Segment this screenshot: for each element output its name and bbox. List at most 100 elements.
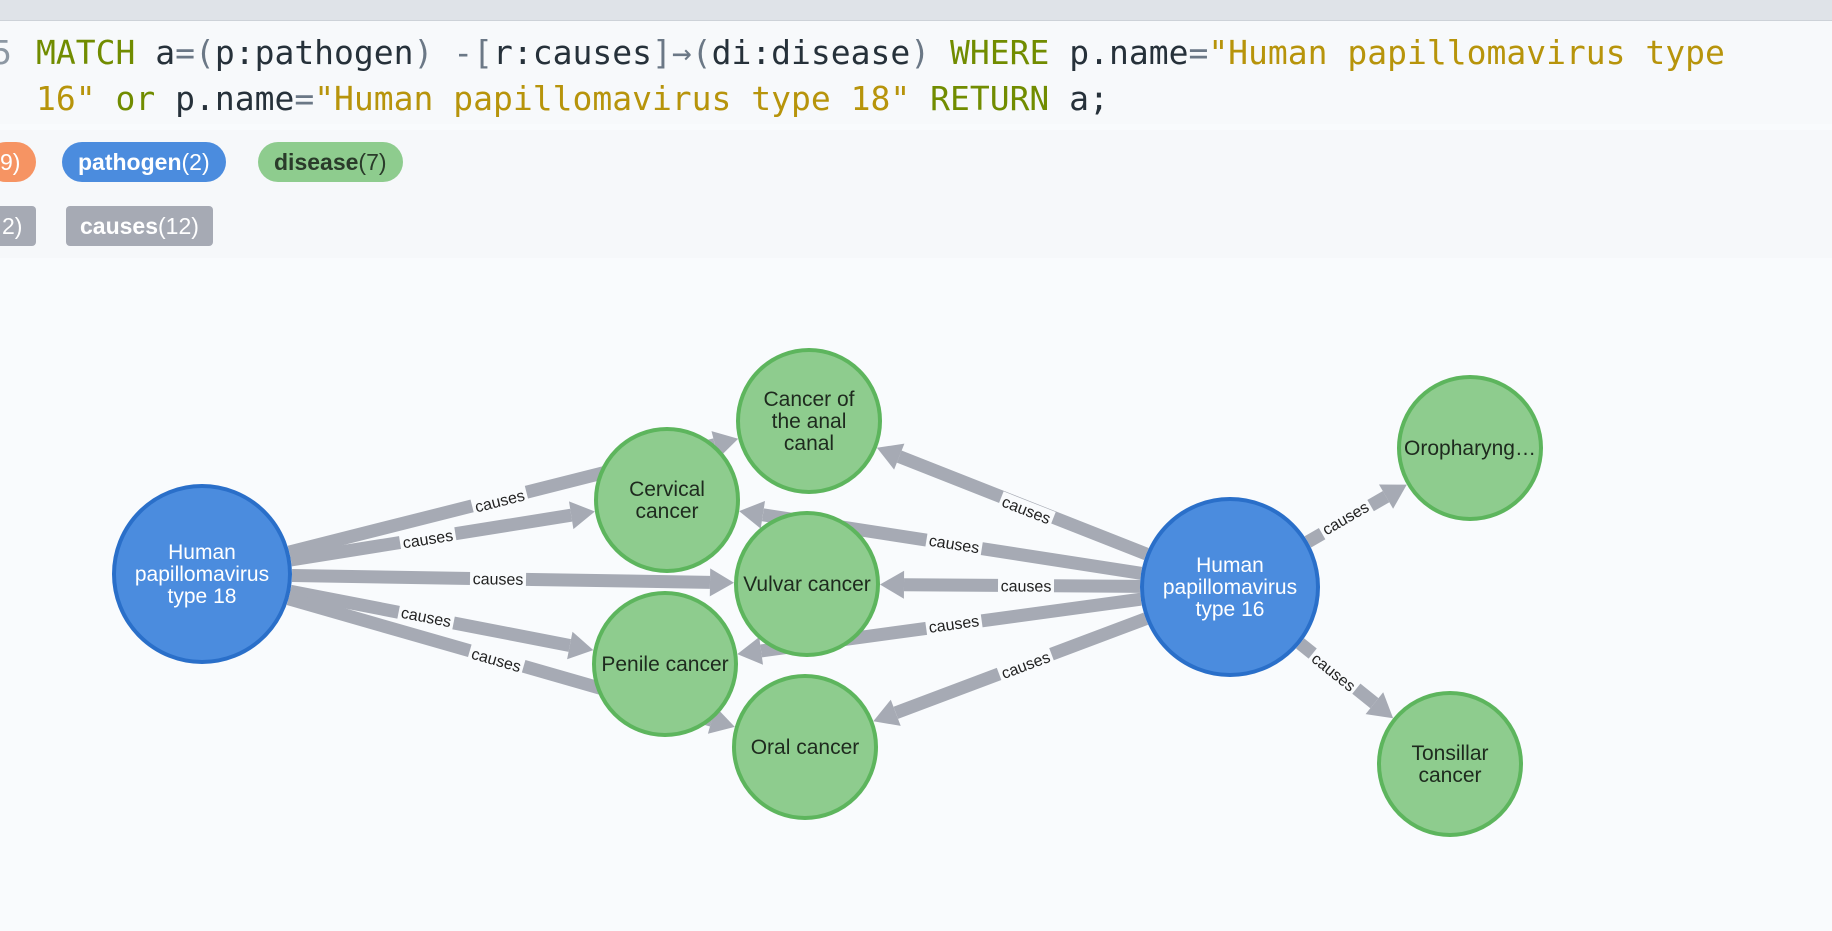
query-token: "Human papillomavirus type 18": [314, 79, 911, 118]
query-token: ]→(: [651, 33, 712, 72]
node-circle: [1397, 375, 1543, 521]
query-token: =: [1188, 33, 1209, 72]
edge-label-bg: [924, 611, 984, 639]
node-oral[interactable]: Oral cancer: [732, 674, 878, 820]
node-penile[interactable]: Penile cancer: [592, 591, 738, 737]
edge-arrowhead: [876, 443, 905, 470]
node-label: type 16: [1196, 598, 1265, 621]
graph-svg[interactable]: causes causes causes causes causes causes caus…: [0, 258, 1832, 926]
edge-label: causes: [1316, 496, 1376, 542]
query-token: p.name: [1049, 33, 1189, 72]
edge-label: causes: [924, 611, 984, 639]
query-token: =(: [175, 33, 215, 72]
edge-label-bg: [398, 525, 458, 555]
legend-node-disease[interactable]: disease(7): [258, 142, 403, 182]
query-token: MATCH: [36, 33, 136, 72]
edge-label: causes: [398, 525, 458, 555]
edge-arrowhead: [737, 637, 763, 665]
node-circle: [112, 484, 292, 664]
edge-label-bg: [1304, 647, 1362, 699]
node-circle: [732, 674, 878, 820]
edge-label: causes: [469, 569, 527, 591]
edge-arrowhead: [709, 568, 734, 597]
edge-label-bg: [996, 646, 1056, 686]
edge-label-text: causes: [928, 533, 981, 558]
query-token: p.name: [155, 79, 295, 118]
edge-label: causes: [1304, 647, 1362, 699]
edge-arrowhead: [739, 501, 765, 529]
edge-label-bg: [396, 602, 456, 634]
legend-node-pathogen[interactable]: pathogen(2): [62, 142, 226, 182]
edge-label-bg: [469, 569, 527, 591]
edge-label-text: causes: [1001, 578, 1052, 595]
node-label: Cancer of: [763, 388, 854, 411]
edge-label-text: causes: [469, 646, 522, 676]
legend-rel-causes[interactable]: causes(12): [66, 206, 213, 246]
query-token: [96, 79, 116, 118]
edge-arrowhead: [569, 501, 595, 530]
node-circle: [594, 427, 740, 573]
query-token: [910, 79, 930, 118]
edge-arrowhead: [880, 570, 905, 599]
node-oropharyngeal[interactable]: Oropharyng…: [1397, 375, 1543, 521]
node-label: Vulvar cancer: [743, 573, 871, 596]
node-label: Tonsillar: [1411, 742, 1488, 765]
edge-label-text: causes: [999, 494, 1052, 528]
node-label: canal: [784, 432, 834, 455]
node-label: Cervical: [629, 478, 705, 501]
node-circle: [592, 591, 738, 737]
edge-arrowhead: [567, 631, 594, 660]
node-label: papillomavirus: [1163, 576, 1297, 599]
query-editor[interactable]: 5 MATCH a=(p:pathogen) -[r:causes]→(di:d…: [0, 21, 1832, 124]
result-legend: 9) pathogen(2) disease(7) 2) causes(12): [0, 130, 1832, 258]
edge-label: causes: [470, 485, 530, 519]
edge-label-bg: [470, 485, 530, 519]
node-label: the anal: [772, 410, 847, 433]
node-label: type 18: [168, 585, 237, 608]
edge-label: causes: [924, 530, 984, 560]
edge-label-text: causes: [1308, 650, 1358, 695]
query-line-2: 16" or p.name="Human papillomavirus type…: [36, 76, 1109, 122]
legend-rel-all[interactable]: 2): [0, 206, 37, 246]
edge-label: causes: [996, 646, 1056, 686]
query-token: =: [294, 79, 315, 118]
node-label: papillomavirus: [135, 563, 269, 586]
node-vulvar[interactable]: Vulvar cancer: [734, 511, 880, 657]
edge-label-text: causes: [999, 649, 1052, 683]
node-label: Human: [1196, 554, 1264, 577]
query-token: ) -[: [413, 33, 494, 72]
line-number: 5: [0, 33, 12, 72]
node-label: Oropharyng…: [1404, 437, 1536, 460]
node-label: Penile cancer: [601, 653, 728, 676]
query-token: RETURN: [930, 79, 1050, 118]
query-line-1: MATCH a=(p:pathogen) -[r:causes]→(di:dis…: [36, 30, 1725, 76]
node-circle: [734, 511, 880, 657]
top-toolbar: [0, 0, 1832, 21]
edge-label-bg: [996, 491, 1056, 531]
edge-label: causes: [996, 491, 1056, 531]
query-token: ): [910, 33, 951, 72]
edge-label-bg: [1316, 496, 1376, 542]
query-token: or: [115, 79, 156, 118]
query-token: "Human papillomavirus type: [1208, 33, 1725, 72]
edge-label-text: causes: [928, 613, 981, 637]
edge-label: causes: [997, 576, 1055, 598]
node-circle: [736, 348, 882, 494]
node-label: Oral cancer: [751, 736, 860, 759]
edge-label-bg: [924, 530, 984, 560]
edge-label: causes: [466, 643, 526, 679]
node-label: Human: [168, 541, 236, 564]
node-circle: [1377, 691, 1523, 837]
legend-node-all[interactable]: 9): [0, 142, 37, 182]
edge-label-text: causes: [473, 571, 524, 589]
query-token: p:pathogen: [214, 33, 414, 72]
graph-canvas[interactable]: causes causes causes causes causes causes caus…: [0, 258, 1832, 926]
edge-arrowhead: [1379, 484, 1407, 509]
query-token: 16": [36, 79, 96, 118]
